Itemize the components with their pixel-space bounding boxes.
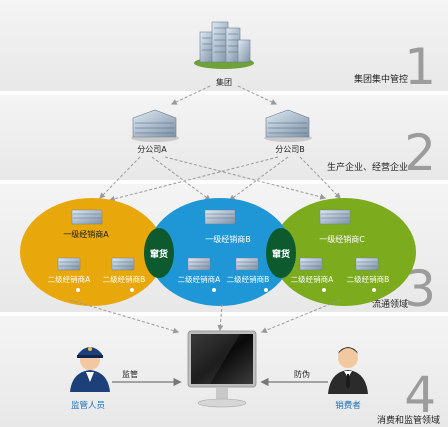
group-arrows bbox=[170, 85, 278, 105]
dot-icon bbox=[76, 288, 134, 292]
tier-caption: 消费和监管领域 bbox=[377, 414, 440, 426]
tier-divider bbox=[0, 312, 448, 316]
office-building-icon bbox=[187, 257, 211, 271]
office-building-icon bbox=[355, 257, 379, 271]
overlap-lens bbox=[144, 228, 174, 278]
overlap-label: 窜货 bbox=[272, 248, 290, 260]
tier-number: 4 bbox=[404, 366, 436, 424]
secondary-distributor-label: 二级经销商B bbox=[347, 274, 390, 284]
anticounterfeit-arrow-label: 防伪 bbox=[294, 369, 310, 379]
tier-divider bbox=[0, 180, 448, 184]
company-a: 分公司A bbox=[131, 109, 179, 154]
tier-caption: 生产企业、经营企业 bbox=[327, 161, 408, 173]
tier-labels: 1 集团集中管控 2 生产企业、经营企业 3 流通领域 4 消费和监管领域 bbox=[327, 38, 440, 426]
distributor-circle-c bbox=[272, 198, 416, 306]
businessman-icon bbox=[328, 347, 368, 394]
tier-divider bbox=[0, 91, 448, 95]
computer-monitor-icon bbox=[187, 330, 257, 408]
consumer-label: 销费者 bbox=[335, 400, 361, 411]
secondary-distributor-label: 二级经销商B bbox=[103, 274, 146, 284]
overlap-label: 窜货 bbox=[150, 248, 168, 260]
group-hq: 集团 bbox=[194, 21, 254, 87]
office-tower-cluster-icon bbox=[194, 21, 254, 69]
distribution-arrows bbox=[69, 299, 341, 334]
company-b: 分公司B bbox=[264, 109, 312, 154]
tier-number: 2 bbox=[404, 124, 436, 182]
tier-number: 1 bbox=[404, 38, 436, 96]
distributor-circle-a bbox=[20, 198, 164, 306]
dot-icon bbox=[212, 288, 268, 292]
secondary-distributor-label: 二级经销商A bbox=[178, 274, 221, 284]
office-building-icon bbox=[204, 209, 236, 225]
office-building-icon bbox=[111, 257, 135, 271]
primary-distributor-label: 一级经销商B bbox=[205, 234, 251, 244]
regulator-label: 监管人员 bbox=[71, 400, 105, 411]
office-building-icon bbox=[319, 209, 351, 225]
office-building-icon bbox=[71, 209, 103, 225]
overlap-lens bbox=[266, 228, 296, 278]
primary-distributor-label: 一级经销商A bbox=[63, 229, 109, 239]
company-arrows bbox=[99, 156, 341, 202]
tier-band-2 bbox=[0, 95, 448, 180]
tier-caption: 集团集中管控 bbox=[354, 73, 408, 85]
regulate-arrow-label: 监管 bbox=[122, 369, 138, 379]
secondary-distributor-label: 二级经销商A bbox=[291, 274, 334, 284]
distributor-circle-b bbox=[148, 198, 292, 306]
company-label: 分公司B bbox=[275, 145, 305, 154]
tier-caption: 流通领域 bbox=[372, 298, 408, 310]
consumer-area: 监管人员 监管 防伪 销费者 bbox=[70, 330, 368, 411]
office-building-icon bbox=[299, 257, 323, 271]
office-building-icon bbox=[264, 109, 312, 142]
office-building-icon bbox=[131, 109, 179, 142]
distribution-network: 窜货 窜货 一级经销商A 二级经销商A 二级经销商B bbox=[20, 198, 416, 306]
secondary-distributor-label: 二级经销商B bbox=[227, 274, 270, 284]
primary-distributor-label: 一级经销商C bbox=[319, 234, 365, 244]
office-building-icon bbox=[235, 257, 259, 271]
secondary-distributor-label: 二级经销商A bbox=[48, 274, 91, 284]
company-label: 分公司A bbox=[137, 145, 167, 154]
dot-icon bbox=[322, 288, 376, 292]
group-label: 集团 bbox=[216, 77, 232, 87]
office-building-icon bbox=[57, 257, 81, 271]
police-officer-icon bbox=[70, 347, 110, 392]
